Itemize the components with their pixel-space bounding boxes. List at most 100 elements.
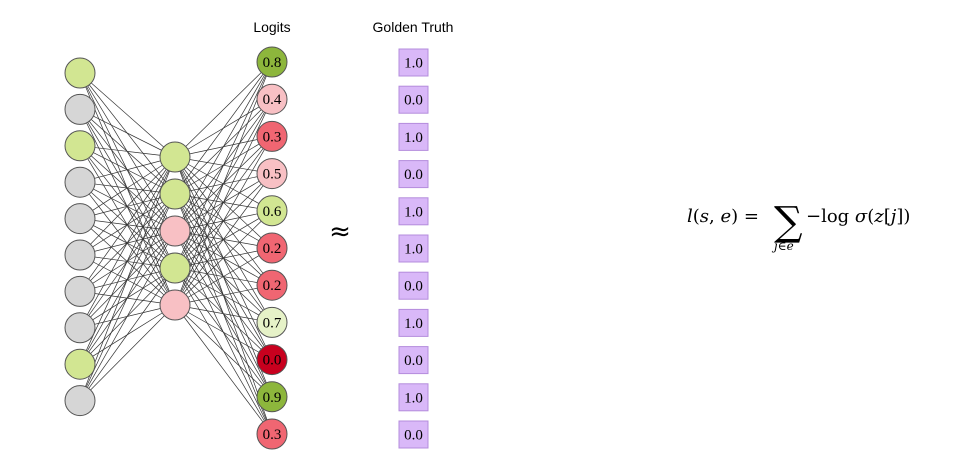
edge-hidden-logit xyxy=(174,304,273,435)
input-node xyxy=(64,203,96,235)
logit-node xyxy=(256,344,288,376)
input-node xyxy=(64,239,96,271)
edge-input-hidden xyxy=(79,156,176,401)
golden-truth-value: 0.0 xyxy=(404,428,423,444)
edge-input-hidden xyxy=(79,145,176,158)
logit-value: 0.2 xyxy=(263,278,282,294)
golden-truth-value: 1.0 xyxy=(404,316,423,332)
edge-input-hidden xyxy=(79,156,176,183)
logit-node xyxy=(256,418,288,450)
network-nodes: 0.8 0.4 0.3 0.5 0.6 0.2 0.2 0.7 0.0 0.9 0.3 xyxy=(64,46,288,450)
logit-node xyxy=(256,120,288,152)
logit-node xyxy=(256,381,288,413)
logit-node xyxy=(256,83,288,115)
golden-truth-column: 1.0 0.0 1.0 0.0 1.0 1.0 0.0 1.0 0.0 1.0 0.0 xyxy=(398,48,429,449)
input-node xyxy=(64,93,96,125)
edge-hidden-logit xyxy=(174,284,273,306)
logit-node xyxy=(256,158,288,190)
golden-truth-value: 1.0 xyxy=(404,56,423,72)
input-node xyxy=(64,312,96,344)
golden-truth-value: 0.0 xyxy=(404,279,423,295)
summation-subscript: j∈e xyxy=(771,239,794,253)
edge-hidden-logit xyxy=(174,61,273,269)
golden-truth-header: Golden Truth xyxy=(373,19,454,35)
network-edges xyxy=(79,61,273,435)
golden-truth-cell xyxy=(398,308,429,337)
golden-truth-cell xyxy=(398,85,429,114)
edge-hidden-logit xyxy=(174,61,273,232)
logit-node xyxy=(256,306,288,338)
loss-formula: l(s, e) = ∑ j∈e −log σ(z[j]) xyxy=(687,199,910,253)
edge-input-hidden xyxy=(79,72,176,158)
logit-value: 0.3 xyxy=(263,129,282,145)
golden-truth-cell xyxy=(398,234,429,263)
logit-value: 0.9 xyxy=(263,390,282,406)
golden-truth-value: 0.0 xyxy=(404,353,423,369)
input-node xyxy=(64,166,96,198)
edge-input-hidden xyxy=(79,230,176,401)
input-node xyxy=(64,275,96,307)
edge-input-hidden xyxy=(79,109,176,158)
hidden-node xyxy=(159,289,191,321)
golden-truth-value: 1.0 xyxy=(404,390,423,406)
golden-truth-cell xyxy=(398,160,429,189)
edge-hidden-logit xyxy=(174,99,273,306)
edge-hidden-logit xyxy=(174,304,273,323)
logit-value: 0.3 xyxy=(263,427,282,443)
edge-input-hidden xyxy=(79,156,176,328)
edge-hidden-logit xyxy=(174,304,273,360)
hidden-node xyxy=(159,252,191,284)
golden-truth-cell xyxy=(398,197,429,226)
logit-node xyxy=(256,46,288,78)
edge-input-hidden xyxy=(79,267,176,401)
logit-node xyxy=(256,232,288,264)
edge-input-hidden xyxy=(79,156,176,365)
summation-symbol: ∑ xyxy=(774,199,803,245)
logit-value: 0.7 xyxy=(263,315,282,331)
edge-input-hidden xyxy=(79,156,176,292)
logit-value: 0.4 xyxy=(263,92,282,108)
edge-hidden-logit xyxy=(174,61,273,195)
logit-value: 0.2 xyxy=(263,241,282,257)
edge-input-hidden xyxy=(79,156,176,219)
hidden-node xyxy=(159,178,191,210)
edge-hidden-logit xyxy=(174,61,273,158)
golden-truth-value: 0.0 xyxy=(404,93,423,109)
golden-truth-cell xyxy=(398,271,429,300)
edge-hidden-logit xyxy=(174,61,273,306)
logit-value: 0.0 xyxy=(263,353,282,369)
edge-hidden-logit xyxy=(174,136,273,306)
logit-node xyxy=(256,195,288,227)
golden-truth-value: 0.0 xyxy=(404,167,423,183)
edge-hidden-logit xyxy=(174,210,273,306)
golden-truth-cell xyxy=(398,346,429,375)
edge-hidden-logit xyxy=(174,173,273,306)
logit-value: 0.6 xyxy=(263,204,282,220)
hidden-node xyxy=(159,141,191,173)
golden-truth-cell xyxy=(398,122,429,151)
golden-truth-value: 1.0 xyxy=(404,130,423,146)
edge-input-hidden xyxy=(79,156,176,256)
logits-header: Logits xyxy=(253,19,290,35)
edge-hidden-logit xyxy=(174,247,273,306)
edge-input-hidden xyxy=(79,193,176,401)
input-node xyxy=(64,130,96,162)
logit-node xyxy=(256,269,288,301)
input-node xyxy=(64,57,96,89)
input-node xyxy=(64,348,96,380)
golden-truth-cell xyxy=(398,383,429,412)
logit-value: 0.5 xyxy=(263,167,282,183)
input-node xyxy=(64,385,96,417)
golden-truth-value: 1.0 xyxy=(404,204,423,220)
golden-truth-cell xyxy=(398,48,429,77)
formula-lhs: l(s, e) = xyxy=(687,206,759,227)
golden-truth-value: 1.0 xyxy=(404,242,423,258)
edge-hidden-logit xyxy=(174,304,273,398)
approx-symbol: ≈ xyxy=(329,217,351,247)
logit-value: 0.8 xyxy=(263,55,282,71)
edge-input-hidden xyxy=(79,304,176,401)
hidden-node xyxy=(159,215,191,247)
golden-truth-cell xyxy=(398,420,429,449)
